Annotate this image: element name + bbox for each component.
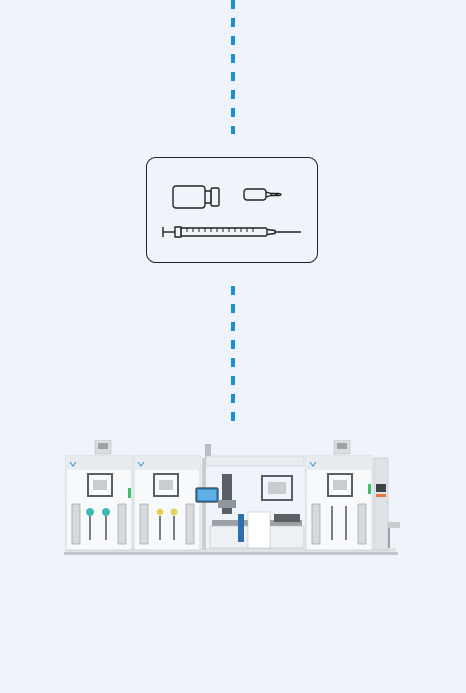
connector-dash-bottom	[231, 286, 235, 426]
syringe-icon	[162, 226, 301, 238]
vial-icon	[172, 185, 220, 209]
control-cabinet	[373, 457, 400, 551]
isolator-module-2	[133, 455, 201, 551]
container-types-card	[146, 157, 318, 263]
ampoule-icon	[243, 188, 282, 201]
connector-dash-top	[231, 0, 235, 134]
central-transfer-station	[195, 455, 305, 550]
isolator-module-3	[305, 455, 373, 551]
filling-machine-illustration	[64, 440, 400, 555]
container-icons	[162, 185, 301, 238]
isolator-module-1	[65, 455, 133, 551]
